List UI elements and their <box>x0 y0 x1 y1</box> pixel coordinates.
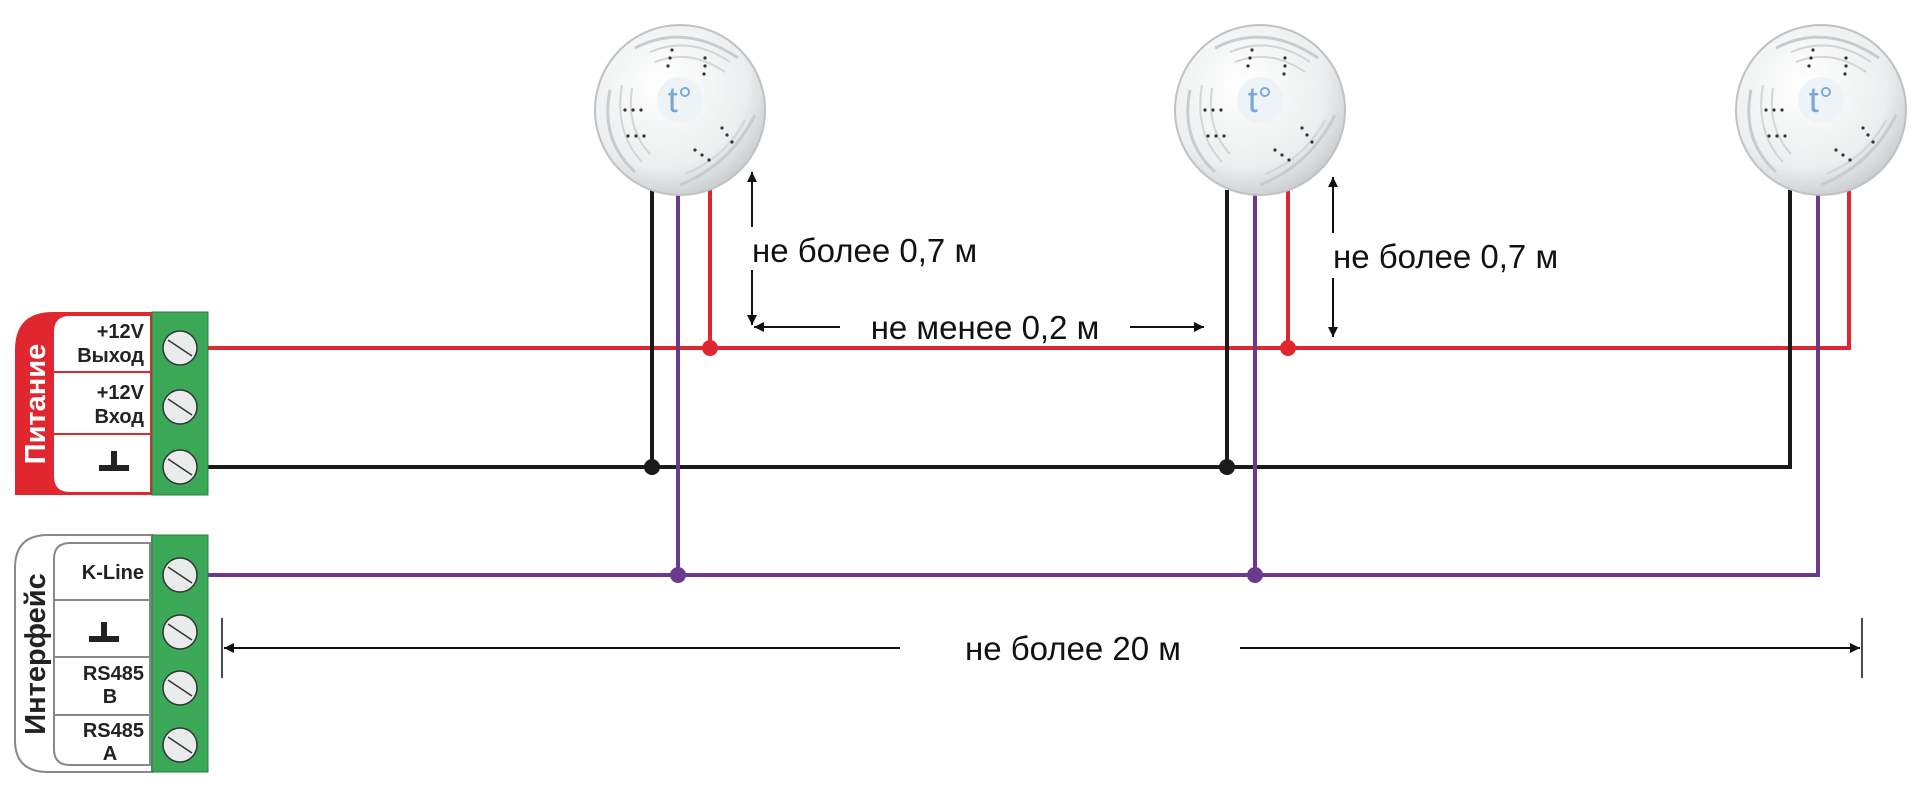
power-terminal-block: Питание +12V Выход +12V Вход <box>15 311 209 496</box>
temperature-sensor-2: t° <box>1173 23 1347 197</box>
junction-dot <box>702 340 718 356</box>
terminal-label: A <box>103 743 117 765</box>
dimension-branch-1: не более 0,7 м <box>747 172 977 325</box>
sensor-badge: t° <box>668 79 692 120</box>
junction-dots <box>644 340 1296 583</box>
total-length-label: не более 20 м <box>965 630 1181 667</box>
ground-wire <box>208 190 1792 469</box>
terminal-label: +12V <box>97 382 145 404</box>
junction-dot <box>1247 567 1263 583</box>
screw-terminal-icon[interactable] <box>162 330 198 366</box>
screw-terminal-icon[interactable] <box>162 670 198 706</box>
dimension-total: не более 20 м <box>221 618 1863 678</box>
screw-terminal-icon[interactable] <box>162 727 198 763</box>
screw-terminal-icon[interactable] <box>162 614 198 650</box>
power-wire <box>208 190 1851 350</box>
ground-symbol-icon <box>89 622 119 642</box>
kline-wire <box>208 190 1820 577</box>
terminal-label: RS485 <box>83 663 144 685</box>
screw-terminal-icon[interactable] <box>162 389 198 425</box>
interface-terminal-block: Интерфейс K-Line RS485 B RS485 A <box>14 534 209 773</box>
branch-length-label: не более 0,7 м <box>1333 238 1558 275</box>
dimension-branch-2: не более 0,7 м <box>1328 177 1558 337</box>
sensor-badge: t° <box>1248 79 1272 120</box>
terminal-label: B <box>103 686 117 708</box>
terminal-label: K-Line <box>82 562 144 584</box>
terminal-label: Вход <box>95 406 145 428</box>
terminal-label: RS485 <box>83 720 144 742</box>
temperature-sensor-1: t° <box>593 23 767 197</box>
dimension-spacing: не менее 0,2 м <box>754 309 1204 346</box>
sensor-badge: t° <box>1809 79 1833 120</box>
spacing-label: не менее 0,2 м <box>871 309 1100 346</box>
terminal-label: +12V <box>97 321 145 343</box>
branch-length-label: не более 0,7 м <box>752 232 977 269</box>
junction-dot <box>644 459 660 475</box>
interface-block-title: Интерфейс <box>20 573 52 734</box>
power-block-title: Питание <box>20 344 52 464</box>
junction-dot <box>1280 340 1296 356</box>
junction-dot <box>670 567 686 583</box>
terminal-label: Выход <box>77 345 144 367</box>
temperature-sensor-3: t° <box>1734 23 1908 197</box>
junction-dot <box>1219 459 1235 475</box>
ground-symbol-icon <box>99 451 129 471</box>
screw-terminal-icon[interactable] <box>162 449 198 485</box>
screw-terminal-icon[interactable] <box>162 557 198 593</box>
